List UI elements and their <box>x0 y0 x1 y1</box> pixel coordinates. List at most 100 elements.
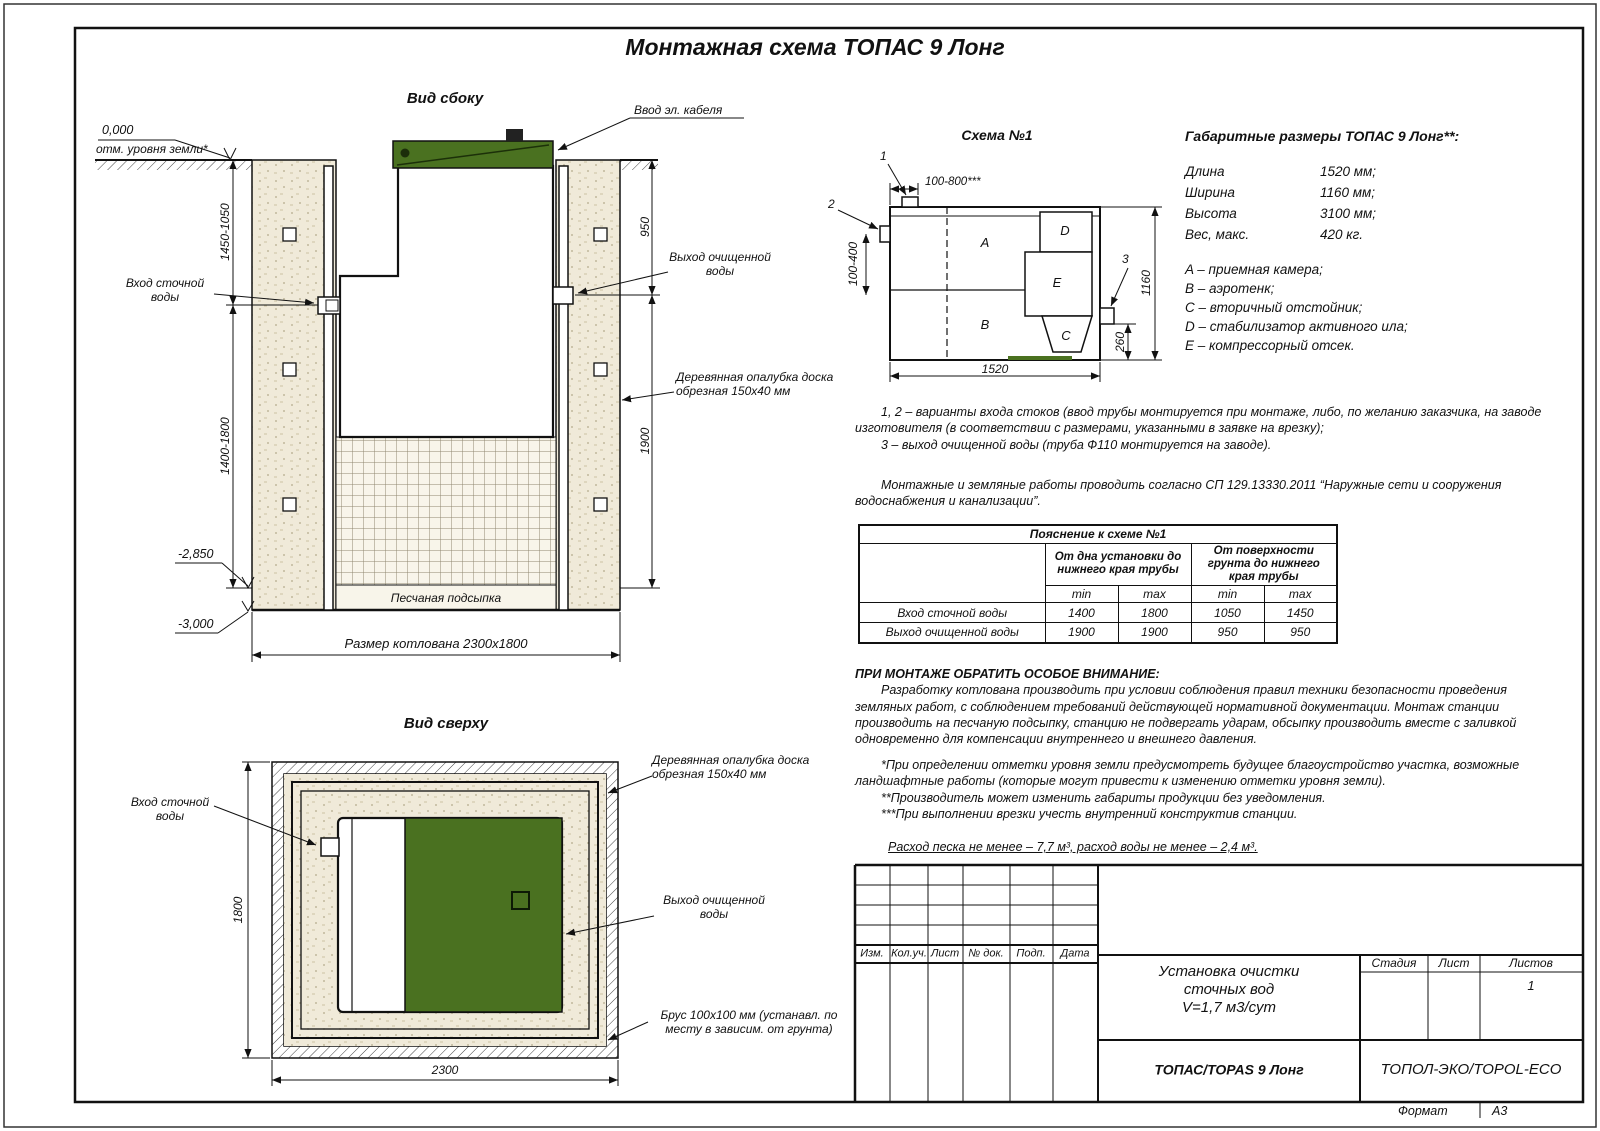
ground-level-mark: 0,000 <box>102 123 134 137</box>
dim-row-label: Высота <box>1185 206 1237 221</box>
formwork-label: Деревянная опалубка доска обрезная 150x4… <box>676 370 834 399</box>
side-view-drawing <box>95 117 744 662</box>
dim-row-label: Длина <box>1185 164 1225 179</box>
dim-left-top: 1450-1050 <box>217 203 232 261</box>
consumption-note: Расход песка не менее – 7,7 м³, расход в… <box>888 840 1258 854</box>
scheme-marker-2: 2 <box>828 197 835 211</box>
legend-item: A – приемная камера; <box>1185 262 1323 277</box>
sheet-frame <box>3 3 1597 1128</box>
scheme-dim-top: 100-800*** <box>925 176 981 188</box>
cable-entry-label: Ввод эл. кабеля <box>634 103 723 117</box>
variants-note-2: 3 – выход очищенной воды (труба Ф110 мон… <box>881 437 1272 452</box>
scheme-marker-3: 3 <box>1122 252 1129 266</box>
attention-title: ПРИ МОНТАЖЕ ОБРАТИТЬ ОСОБОЕ ВНИМАНИЕ: <box>855 667 1160 681</box>
legend-item: C – вторичный отстойник; <box>1185 300 1363 315</box>
unit-body <box>338 164 555 439</box>
table-group-1: От дна установки до нижнего края трубы <box>1044 542 1192 587</box>
compartment-d-label: D <box>1060 223 1070 239</box>
dim-row-label: Ширина <box>1185 185 1235 200</box>
scheme1-drawing <box>837 163 1162 382</box>
tb-doc-name-3: V=1,7 м3/сут <box>1182 999 1276 1016</box>
format-label: Формат <box>1398 1104 1448 1118</box>
footnote-2: **Производитель может изменить габариты … <box>881 790 1326 805</box>
title-block-grid <box>853 863 1583 1118</box>
tv-dim-bottom: 2300 <box>431 1062 459 1077</box>
table-cell: 1050 <box>1190 602 1265 624</box>
dim-row-value: 420 кг. <box>1320 227 1364 242</box>
scheme-dim-right: 1160 <box>1138 270 1153 296</box>
table-cell: 1450 <box>1263 602 1338 624</box>
tb-stage-label: Стадия <box>1371 955 1417 970</box>
elevation-sand: -2,850 <box>178 547 214 561</box>
table-cell: 1400 <box>1044 602 1119 624</box>
legend-item: B – аэротенк; <box>1185 281 1275 296</box>
tb-sheet-label: Лист <box>1438 955 1470 970</box>
side-view-title: Вид сбоку <box>406 90 484 107</box>
table-row-label: Выход очищенной воды <box>858 622 1046 644</box>
compartment-c-label: C <box>1061 328 1071 344</box>
tb-doc-name-2: сточных вод <box>1183 981 1275 998</box>
attention-body: Разработку котлована производить при усл… <box>855 683 1517 746</box>
ground-level-note: отм. уровня земли* <box>96 142 208 156</box>
table-cell: 950 <box>1263 622 1338 644</box>
inlet-label: Вход сточной воды <box>125 276 205 305</box>
legend-item: E – компрессорный отсек. <box>1185 338 1355 353</box>
inlet-top-view <box>320 837 340 857</box>
unit-lid <box>392 140 554 169</box>
tb-doc-name-1: Установка очистки <box>1158 963 1300 980</box>
attention-block: ПРИ МОНТАЖЕ ОБРАТИТЬ ОСОБОЕ ВНИМАНИЕ: Ра… <box>855 666 1555 747</box>
table-title: Пояснение к схеме №1 <box>858 524 1338 544</box>
variants-note-1: 1, 2 – варианты входа стоков (ввод трубы… <box>855 405 1542 436</box>
tb-company: ТОПОЛ-ЭКО/TOPOL-ECO <box>1380 1061 1562 1078</box>
tv-beam-label: Брус 100x100 мм (устанавл. по месту в за… <box>660 1008 838 1037</box>
scheme-dim-outlet: 260 <box>1112 331 1127 353</box>
dim-left-bottom: 1400-1800 <box>217 417 232 475</box>
scheme-title: Схема №1 <box>961 127 1033 143</box>
compartment-c <box>1040 315 1094 353</box>
tb-col-ndok: № док. <box>968 947 1004 960</box>
table-group-2: От поверхности грунта до нижнего края тр… <box>1190 542 1338 587</box>
outlet-label: Выход очищенной воды <box>669 250 771 279</box>
tb-product: ТОПАС/TOPAS 9 Лонг <box>1154 1061 1304 1078</box>
table-cell: 1900 <box>1044 622 1119 644</box>
dimensions-title: Габаритные размеры ТОПАС 9 Лонг**: <box>1185 128 1460 144</box>
compartment-d <box>1039 211 1093 253</box>
compartment-e <box>1024 251 1093 317</box>
table-max: max <box>1117 585 1192 604</box>
dim-right-bottom: 1900 <box>637 427 652 455</box>
tv-dim-left: 1800 <box>230 896 245 924</box>
dim-row-value: 1520 мм; <box>1320 164 1377 179</box>
top-view-drawing <box>213 761 655 1086</box>
tb-col-data: Дата <box>1060 947 1090 960</box>
dim-row-value: 3100 мм; <box>1320 206 1377 221</box>
table-cell: 1900 <box>1117 622 1192 644</box>
compartment-a-label: A <box>980 235 990 251</box>
compartment-e-label: E <box>1052 275 1062 291</box>
outlet-pipe <box>552 286 574 305</box>
unit-lid-top-view <box>404 817 563 1013</box>
table-max: max <box>1263 585 1338 604</box>
scheme-explanation-table: Пояснение к схеме №1 От дна установки до… <box>858 524 1338 644</box>
tb-sheets-label: Листов <box>1509 955 1553 970</box>
dim-right-top: 950 <box>637 216 652 238</box>
tb-col-podp: Подп. <box>1016 947 1046 960</box>
table-cell: 950 <box>1190 622 1265 644</box>
pit-size-label: Размер котлована 2300x1800 <box>344 636 528 651</box>
tv-inlet-label: Вход сточной воды <box>130 795 210 824</box>
elevation-bottom: -3,000 <box>178 617 214 631</box>
legend-item: D – стабилизатор активного ила; <box>1185 319 1408 334</box>
top-view-title: Вид сверху <box>403 715 489 732</box>
sand-bedding-label: Песчаная подсыпка <box>390 591 502 605</box>
tb-col-izm: Изм. <box>860 947 884 960</box>
tb-col-list: Лист <box>930 947 960 960</box>
tv-formwork-label: Деревянная опалубка доска обрезная 150x4… <box>652 753 810 782</box>
footnotes: *При определении отметки уровня земли пр… <box>855 757 1555 822</box>
table-cell: 1800 <box>1117 602 1192 624</box>
table-corner-cell <box>858 542 1046 604</box>
dim-row-label: Вес, макс. <box>1185 227 1250 242</box>
format-value: А3 <box>1492 1104 1508 1118</box>
variants-note: 1, 2 – варианты входа стоков (ввод трубы… <box>855 404 1555 453</box>
table-min: min <box>1044 585 1119 604</box>
